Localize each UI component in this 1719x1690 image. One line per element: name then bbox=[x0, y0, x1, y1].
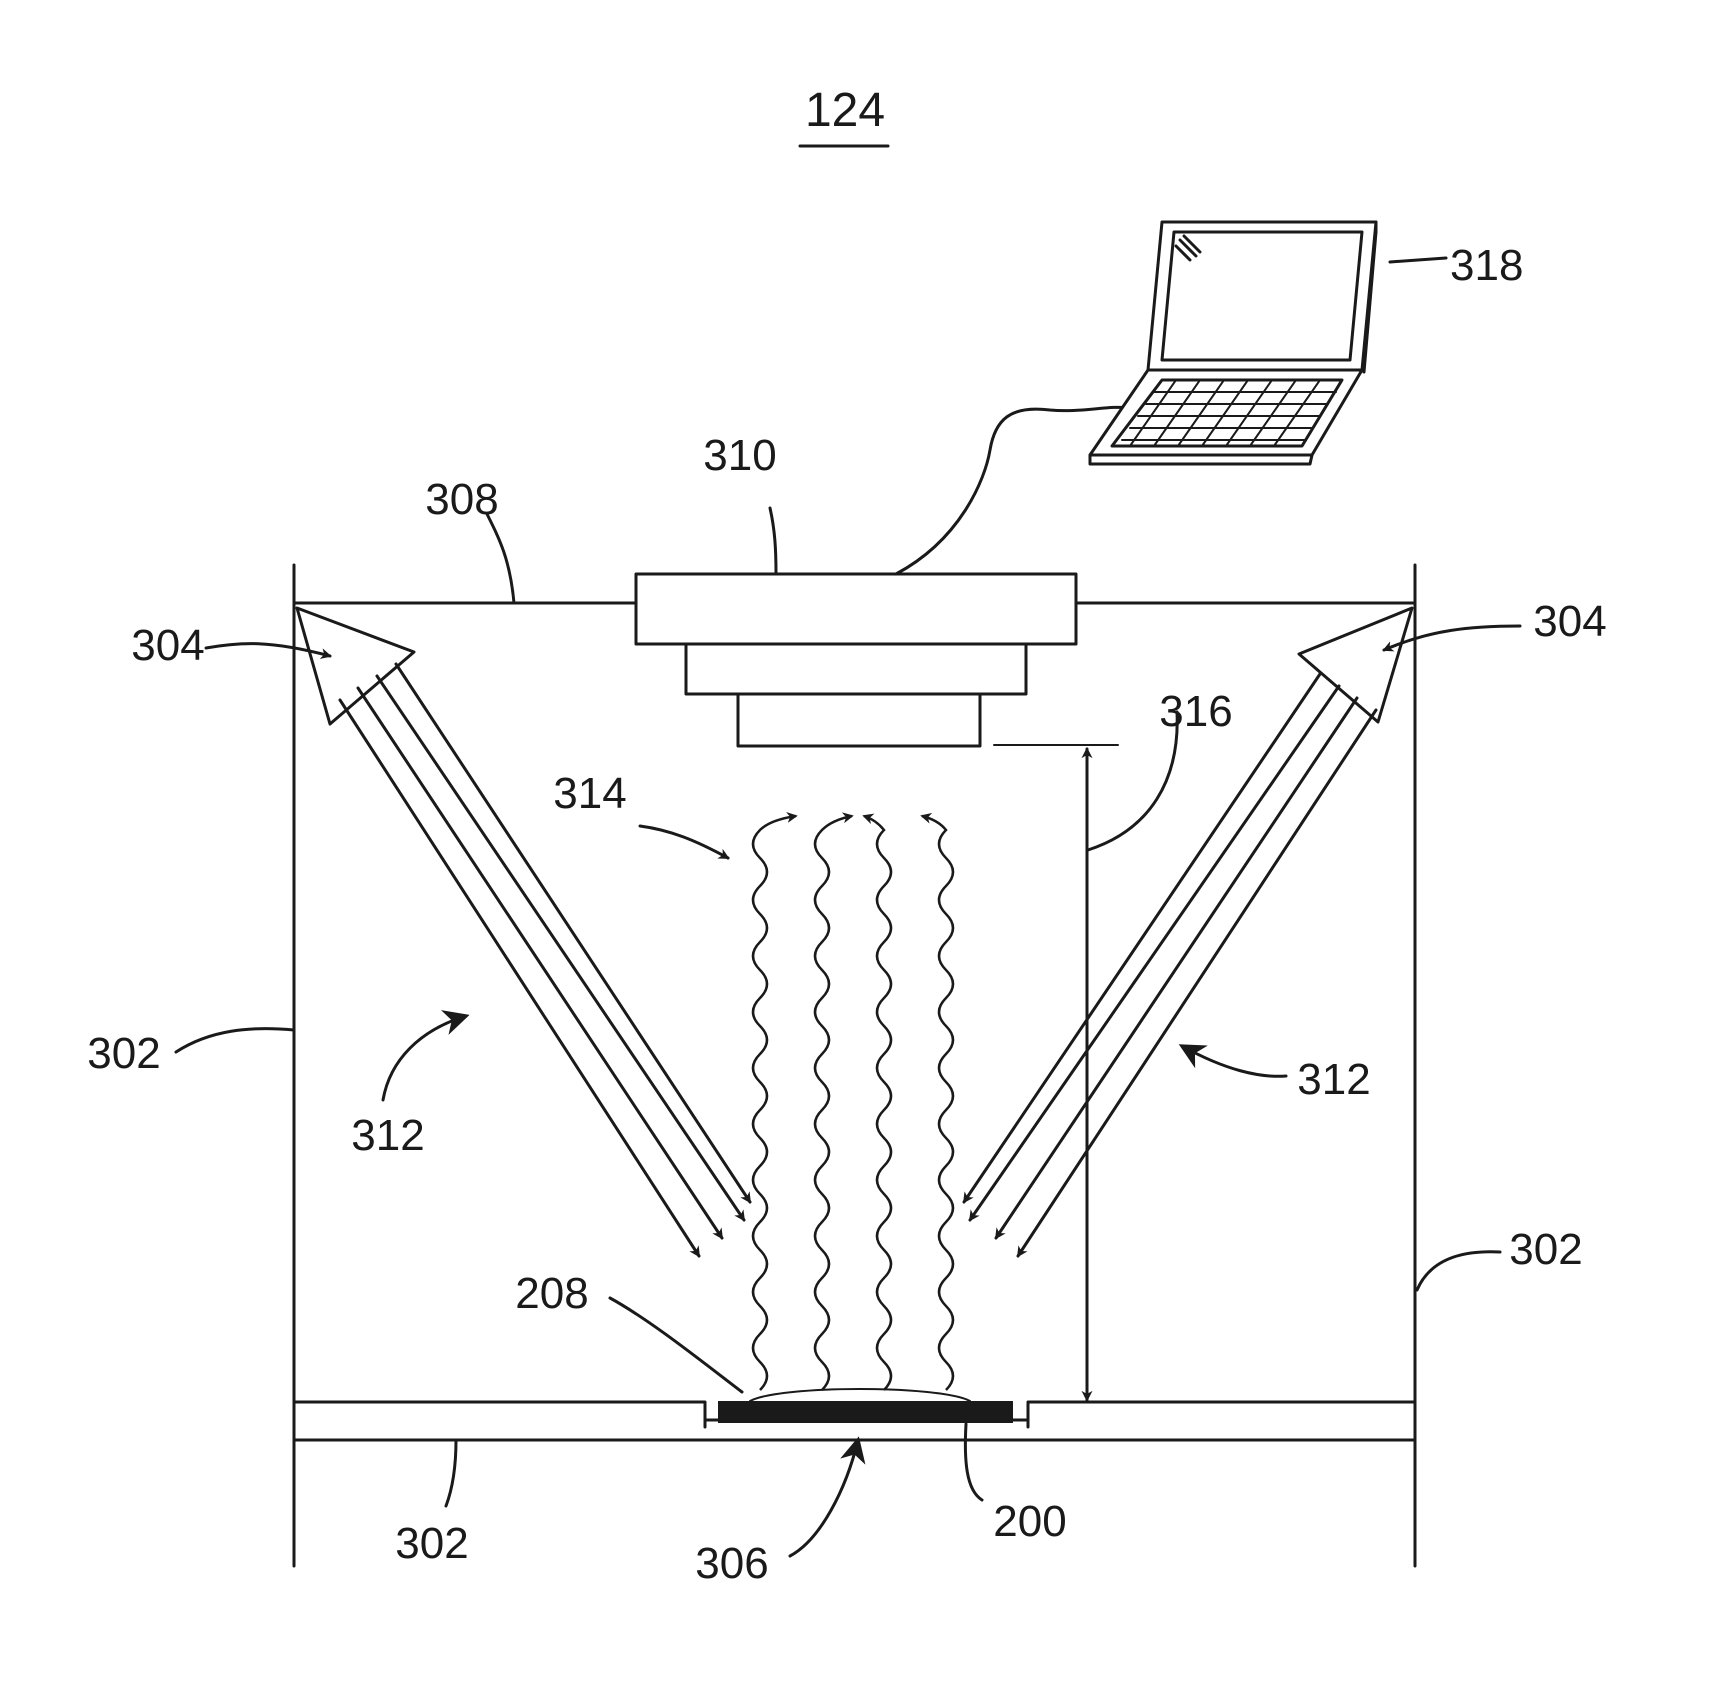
label-306: 306 bbox=[695, 1539, 768, 1588]
laptop-icon bbox=[1090, 222, 1376, 464]
label-308: 308 bbox=[425, 475, 498, 524]
label-312-right: 312 bbox=[1297, 1055, 1370, 1104]
coating-208 bbox=[750, 1389, 970, 1401]
label-310: 310 bbox=[703, 431, 776, 480]
light-beams-left bbox=[340, 664, 750, 1256]
leader-lines bbox=[176, 258, 1520, 1556]
figure-number: 124 bbox=[805, 84, 885, 137]
label-316: 316 bbox=[1159, 687, 1232, 736]
light-source-right bbox=[1299, 608, 1412, 722]
label-302-bottom: 302 bbox=[395, 1519, 468, 1568]
label-318: 318 bbox=[1450, 241, 1523, 290]
label-304-right: 304 bbox=[1533, 597, 1606, 646]
camera-lens bbox=[738, 694, 980, 746]
label-302-right: 302 bbox=[1509, 1225, 1582, 1274]
label-302-left: 302 bbox=[87, 1029, 160, 1078]
camera-cable bbox=[896, 407, 1130, 574]
label-200: 200 bbox=[993, 1497, 1066, 1546]
camera-body bbox=[636, 574, 1076, 644]
label-304-left: 304 bbox=[131, 621, 204, 670]
label-208: 208 bbox=[515, 1269, 588, 1318]
light-beams-right bbox=[964, 674, 1376, 1256]
label-314: 314 bbox=[553, 769, 626, 818]
label-312-left: 312 bbox=[351, 1111, 424, 1160]
substrate-200 bbox=[718, 1401, 1013, 1423]
camera-mid bbox=[686, 644, 1026, 694]
emitted-radiation-waves bbox=[753, 816, 953, 1390]
